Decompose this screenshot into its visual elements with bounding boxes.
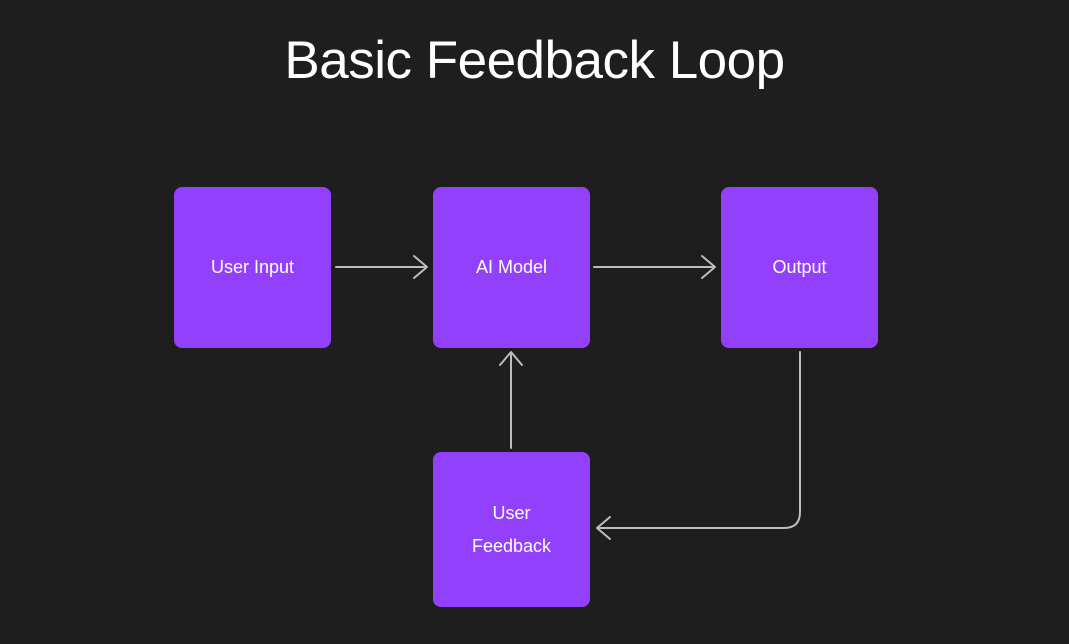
arrowhead-right-icon <box>413 255 428 279</box>
edge-output-to-user-feedback <box>596 351 801 540</box>
node-output[interactable]: Output <box>721 187 878 348</box>
edge-user-feedback-to-ai-model <box>499 351 523 449</box>
node-ai-model[interactable]: AI Model <box>433 187 590 348</box>
node-label: Output <box>772 257 827 278</box>
page-title: Basic Feedback Loop <box>284 31 785 90</box>
arrowhead-right-icon <box>701 255 716 279</box>
edge-ai-model-to-output <box>593 255 716 279</box>
node-label: User Feedback <box>471 503 552 556</box>
node-user-input[interactable]: User Input <box>174 187 331 348</box>
edge-user-input-to-ai-model <box>335 255 428 279</box>
node-label: AI Model <box>475 257 548 278</box>
arrowhead-left-icon <box>596 516 611 540</box>
node-user-feedback[interactable]: User Feedback <box>433 452 590 607</box>
node-label: User Input <box>210 257 295 278</box>
arrowhead-up-icon <box>499 351 523 366</box>
